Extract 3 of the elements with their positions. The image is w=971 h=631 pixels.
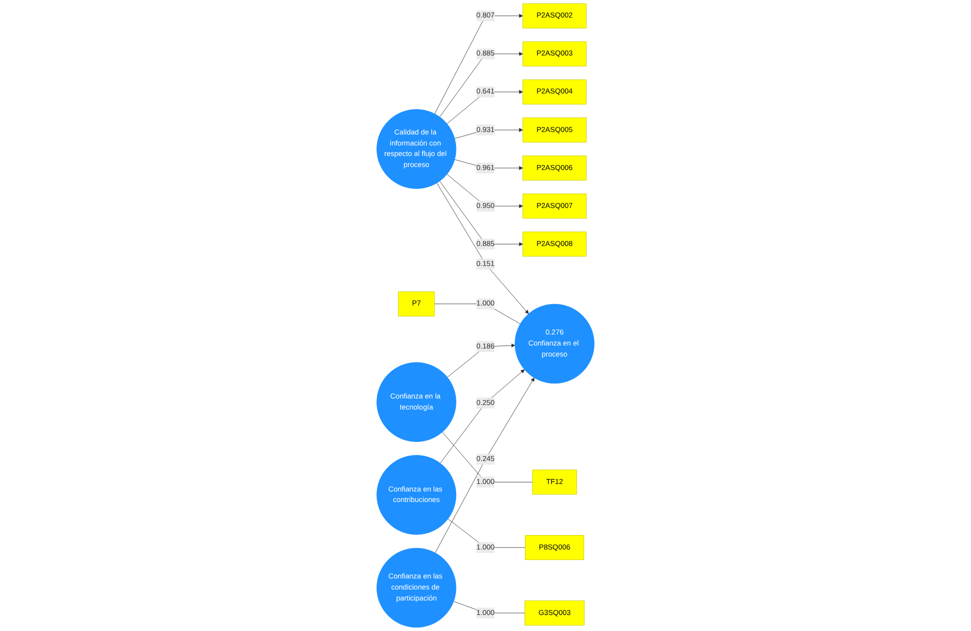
connector: [434, 304, 520, 324]
connector: [442, 432, 533, 482]
connector: [448, 518, 526, 548]
